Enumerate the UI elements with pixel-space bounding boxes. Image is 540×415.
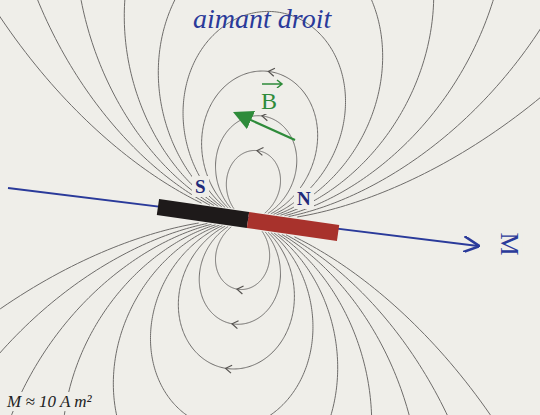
field-line (0, 0, 540, 217)
field-direction-mark (256, 147, 263, 156)
field-line (216, 116, 297, 214)
pole-label: N (294, 188, 314, 209)
field-vector-arrow (242, 116, 295, 140)
field-line (183, 11, 345, 214)
field-line (0, 223, 540, 415)
moment-arrow (8, 188, 478, 246)
field-direction-mark (268, 67, 275, 76)
field-direction-mark (236, 285, 243, 294)
field-line (1, 0, 540, 217)
field-line (0, 223, 495, 415)
field-line (202, 71, 318, 214)
vector-label: B (258, 88, 280, 114)
field-line (158, 0, 382, 215)
field-line (178, 226, 294, 369)
vector-label: M (495, 229, 523, 258)
south-half (157, 199, 249, 228)
field-direction-mark (231, 320, 238, 329)
title-text: aimant droit (190, 4, 334, 34)
field-line (113, 225, 337, 415)
field-line (199, 227, 280, 325)
field-line (226, 150, 280, 213)
vector-accent (262, 80, 282, 88)
pole-label: S (192, 176, 209, 197)
field-direction-mark (225, 364, 232, 373)
value-note: M ≈ 10 A m² (4, 392, 95, 411)
field-line (150, 226, 312, 415)
field-line (124, 0, 433, 215)
field-line (75, 0, 508, 216)
field-line (215, 227, 269, 290)
field-line (0, 224, 421, 415)
north-half (247, 212, 339, 241)
